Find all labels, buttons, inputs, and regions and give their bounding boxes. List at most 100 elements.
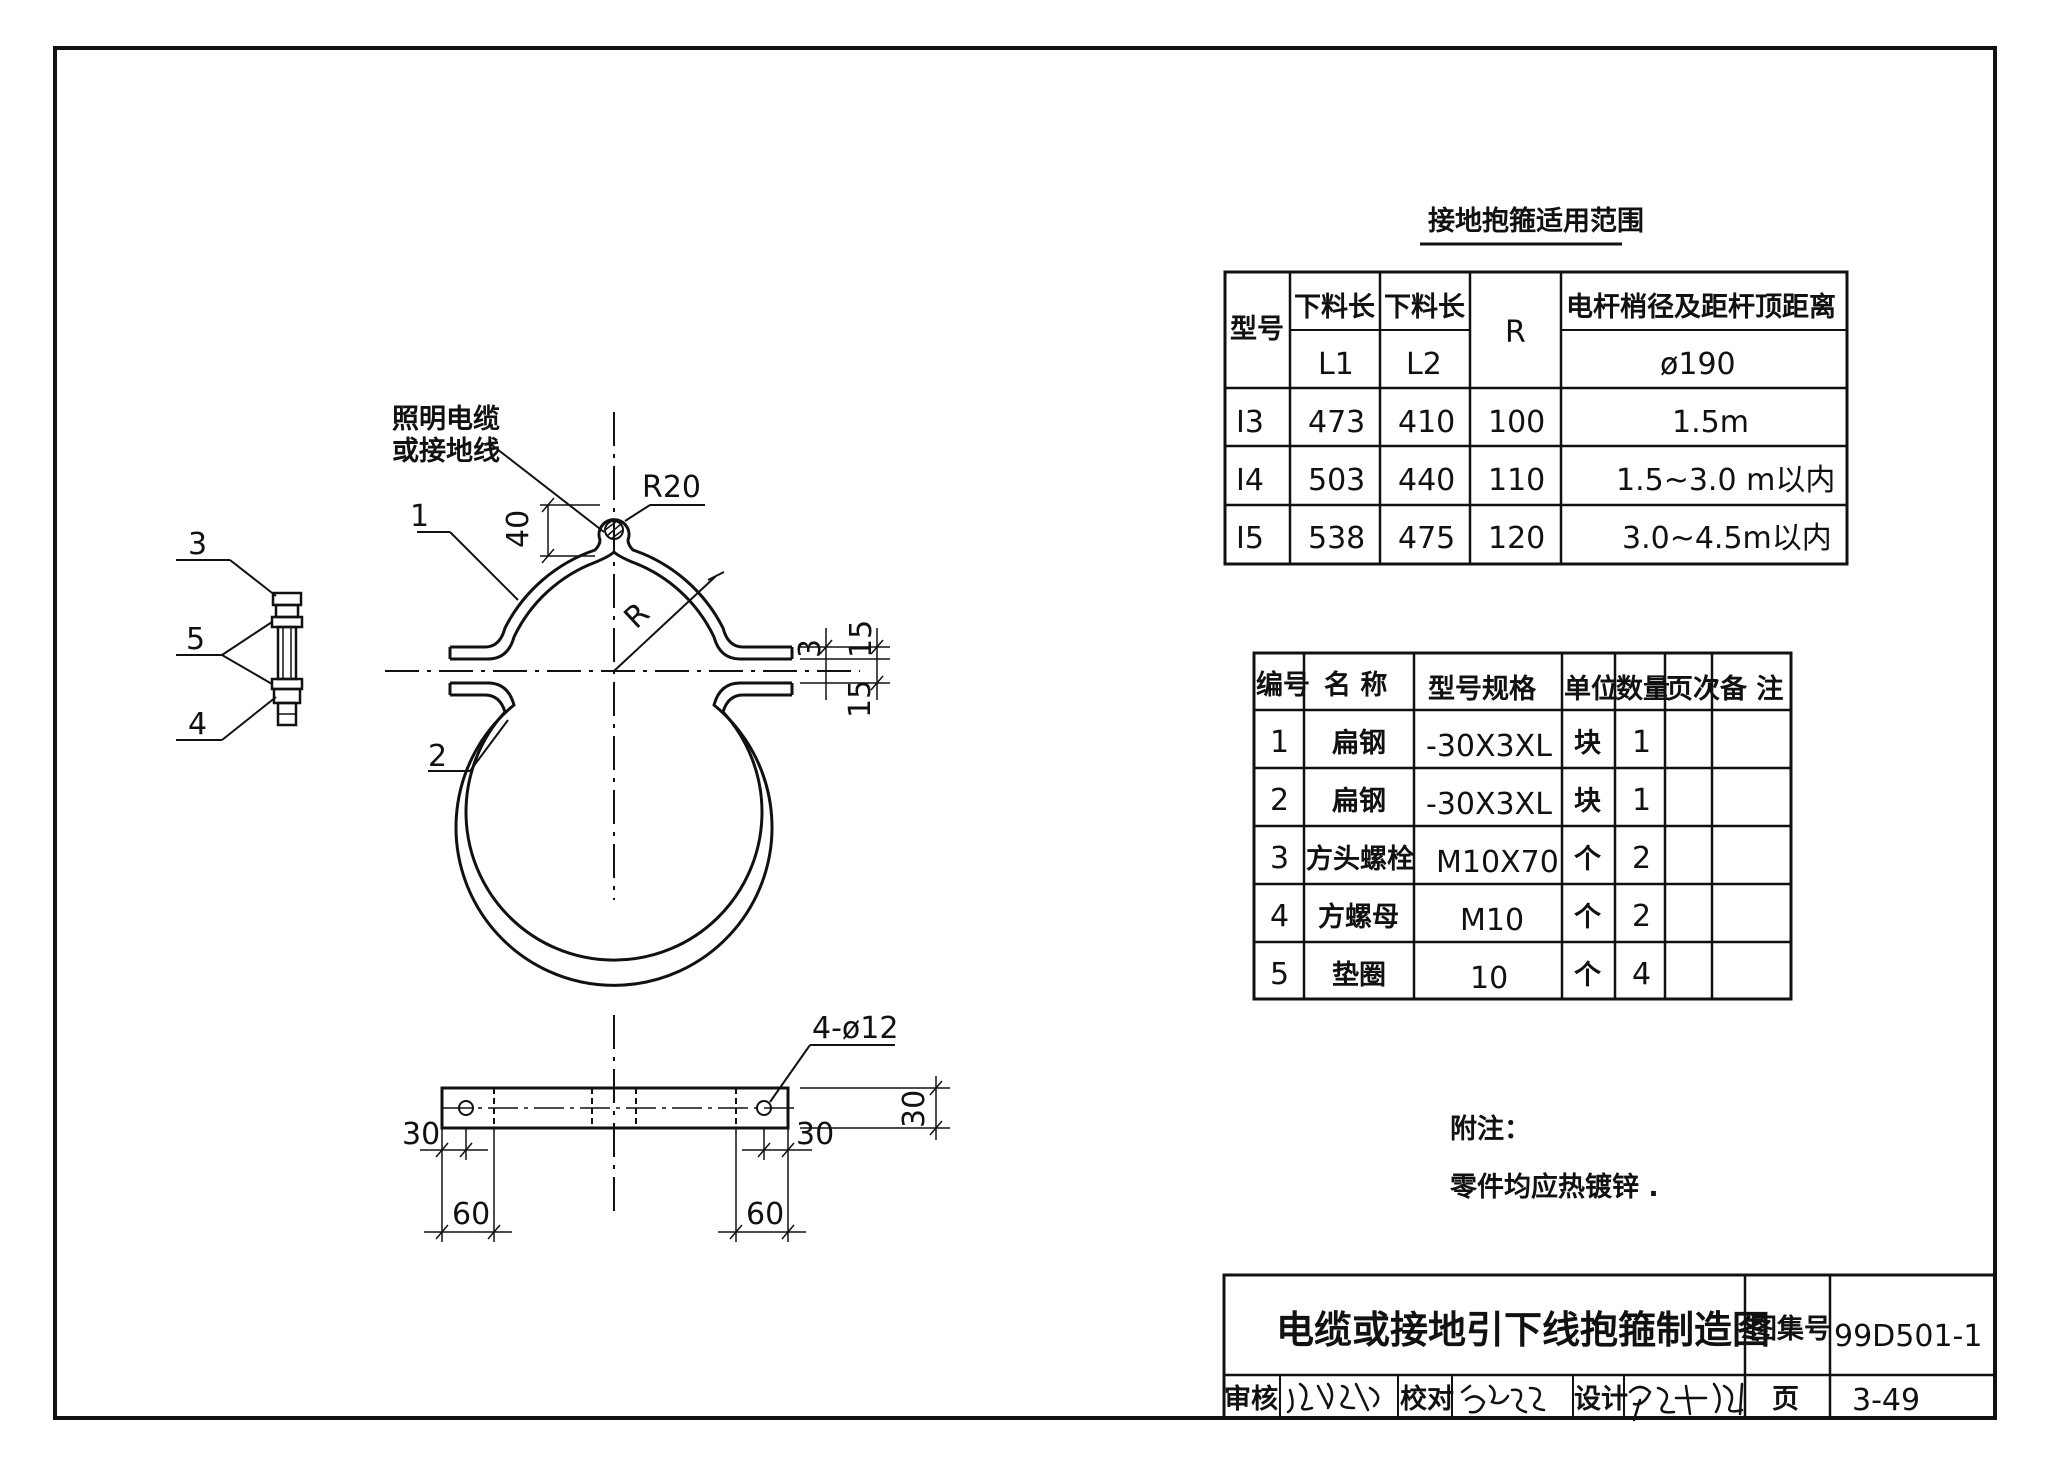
label-part-4: 4	[188, 707, 207, 742]
parts-row: 5 垫圈 10 个 4	[1270, 957, 1651, 996]
page-label: 页	[1772, 1384, 1799, 1415]
scope-row-l1: 503	[1308, 463, 1365, 498]
sheet-border	[53, 46, 1997, 1420]
review-label: 审核	[1224, 1383, 1278, 1415]
parts-row-spec: -30X3XL	[1426, 729, 1552, 764]
parts-table: 编号 名 称 型号规格 单位 数量 页次 备 注 1 扁钢 -30X3XL 块 …	[1252, 651, 1793, 1001]
scope-row-l1: 473	[1308, 405, 1365, 440]
dim-15-top: 15	[844, 620, 879, 658]
parts-row-qty: 1	[1632, 783, 1651, 818]
atlas-number: 99D501-1	[1834, 1319, 1982, 1354]
scope-head-dist: 电杆梢径及距杆顶距离	[1566, 291, 1836, 323]
design-label: 设计	[1574, 1384, 1628, 1415]
parts-row-unit: 块	[1574, 786, 1602, 817]
dim-hole: 4-ø12	[812, 1011, 898, 1046]
parts-row-unit: 块	[1574, 728, 1602, 759]
cable-note-line2: 或接地线	[392, 436, 500, 467]
parts-head-unit: 单位	[1564, 673, 1618, 705]
dim-15-bottom: 15	[843, 680, 878, 718]
parts-row-name: 垫圈	[1332, 960, 1386, 991]
parts-row-unit: 个	[1574, 960, 1602, 991]
scope-table: 接地抱箍适用范围 型号 下料长 L1 下料长 L2 R 电杆梢径及距杆顶距离 ø…	[1223, 205, 1849, 566]
scope-row: Ⅰ5 538 475 120 3.0~4.5m以内	[1236, 521, 1832, 556]
scope-row-model: Ⅰ3	[1236, 405, 1264, 440]
parts-row-no: 1	[1270, 725, 1289, 760]
scope-row-dist: 1.5m	[1672, 405, 1749, 440]
dim-r20: R20	[642, 470, 701, 505]
parts-row-name: 扁钢	[1332, 728, 1386, 759]
parts-row-spec: M10	[1460, 903, 1524, 938]
parts-row-qty: 2	[1632, 899, 1651, 934]
parts-row-name: 方螺母	[1318, 901, 1399, 933]
scope-row: Ⅰ3 473 410 100 1.5m	[1236, 405, 1749, 440]
scope-row-l1: 538	[1308, 521, 1365, 556]
drawing-title: 电缆或接地引下线抱箍制造图	[1276, 1308, 1770, 1352]
dim-r: R	[618, 596, 657, 636]
parts-row-qty: 4	[1632, 957, 1651, 992]
label-part-5: 5	[186, 622, 205, 657]
parts-row-unit: 个	[1574, 902, 1602, 933]
parts-row: 2 扁钢 -30X3XL 块 1	[1270, 783, 1651, 822]
parts-row-no: 5	[1270, 957, 1289, 992]
scope-head-r: R	[1505, 315, 1526, 350]
parts-row-no: 2	[1270, 783, 1289, 818]
scope-head-l1-a: 下料长	[1294, 292, 1376, 323]
parts-row-unit: 个	[1574, 844, 1602, 875]
parts-head-no: 编号	[1256, 669, 1310, 701]
dim-30-right: 30	[796, 1117, 834, 1152]
parts-row: 1 扁钢 -30X3XL 块 1	[1270, 725, 1651, 764]
scope-head-l1-b: L1	[1318, 347, 1354, 382]
scope-head-model: 型号	[1230, 314, 1284, 345]
scope-head-l2-a: 下料长	[1384, 292, 1466, 323]
scope-row-l2: 410	[1398, 405, 1455, 440]
scope-head-dia: ø190	[1660, 347, 1736, 382]
scope-table-title: 接地抱箍适用范围	[1428, 205, 1644, 237]
label-part-2: 2	[428, 739, 447, 774]
scope-row-r: 100	[1488, 405, 1545, 440]
parts-head-name: 名 称	[1324, 669, 1387, 701]
flat-bar-plan-view	[420, 1015, 950, 1242]
parts-row-qty: 1	[1632, 725, 1651, 760]
dim-60-left: 60	[452, 1197, 490, 1232]
scope-row-l2: 440	[1398, 463, 1455, 498]
dim-60-right: 60	[746, 1197, 784, 1232]
parts-head-page: 页次	[1666, 674, 1720, 705]
scope-row: Ⅰ4 503 440 110 1.5~3.0 m以内	[1236, 463, 1835, 498]
check-label: 校对	[1400, 1383, 1454, 1415]
signature-design	[1628, 1382, 1744, 1422]
title-block: 电缆或接地引下线抱箍制造图 图集号 99D501-1 审核 校对 设计 页 3-…	[1222, 1273, 1997, 1422]
parts-row-spec: -30X3XL	[1426, 787, 1552, 822]
parts-row-name: 方头螺栓	[1306, 843, 1414, 875]
parts-row-no: 4	[1270, 899, 1289, 934]
dim-30-height: 30	[897, 1090, 932, 1128]
scope-head-l2-b: L2	[1406, 347, 1442, 382]
parts-row-name: 扁钢	[1332, 786, 1386, 817]
atlas-label: 图集号	[1750, 1313, 1831, 1345]
scope-row-l2: 475	[1398, 521, 1455, 556]
signature-check	[1460, 1384, 1546, 1414]
parts-row: 4 方螺母 M10 个 2	[1270, 899, 1651, 938]
notes-title: 附注：	[1450, 1113, 1531, 1145]
bolt-assembly-view	[176, 559, 304, 741]
dim-30-left: 30	[402, 1117, 440, 1152]
notes-line1: 零件均应热镀锌 .	[1449, 1171, 1659, 1203]
parts-row-spec: M10X70	[1436, 845, 1559, 880]
scope-row-model: Ⅰ4	[1236, 463, 1264, 498]
parts-row-spec: 10	[1470, 961, 1508, 996]
label-part-1: 1	[410, 499, 429, 534]
signature-review	[1286, 1382, 1380, 1414]
scope-row-dist: 3.0~4.5m以内	[1622, 521, 1832, 556]
dim-40: 40	[501, 510, 536, 548]
parts-row: 3 方头螺栓 M10X70 个 2	[1270, 841, 1651, 880]
parts-row-no: 3	[1270, 841, 1289, 876]
scope-row-dist: 1.5~3.0 m以内	[1616, 463, 1835, 498]
parts-row-qty: 2	[1632, 841, 1651, 876]
parts-head-qty: 数量	[1616, 674, 1670, 705]
parts-head-note: 备 注	[1719, 673, 1783, 705]
clamp-front-view	[385, 412, 890, 987]
notes: 附注： 零件均应热镀锌 .	[1449, 1113, 1659, 1203]
drawing-labels: 1 2 3 5 4 照明电缆 或接地线 R20 40 R 3 15 15 4-ø…	[186, 404, 932, 1232]
dim-3: 3	[793, 639, 828, 658]
page-number: 3-49	[1852, 1383, 1920, 1418]
